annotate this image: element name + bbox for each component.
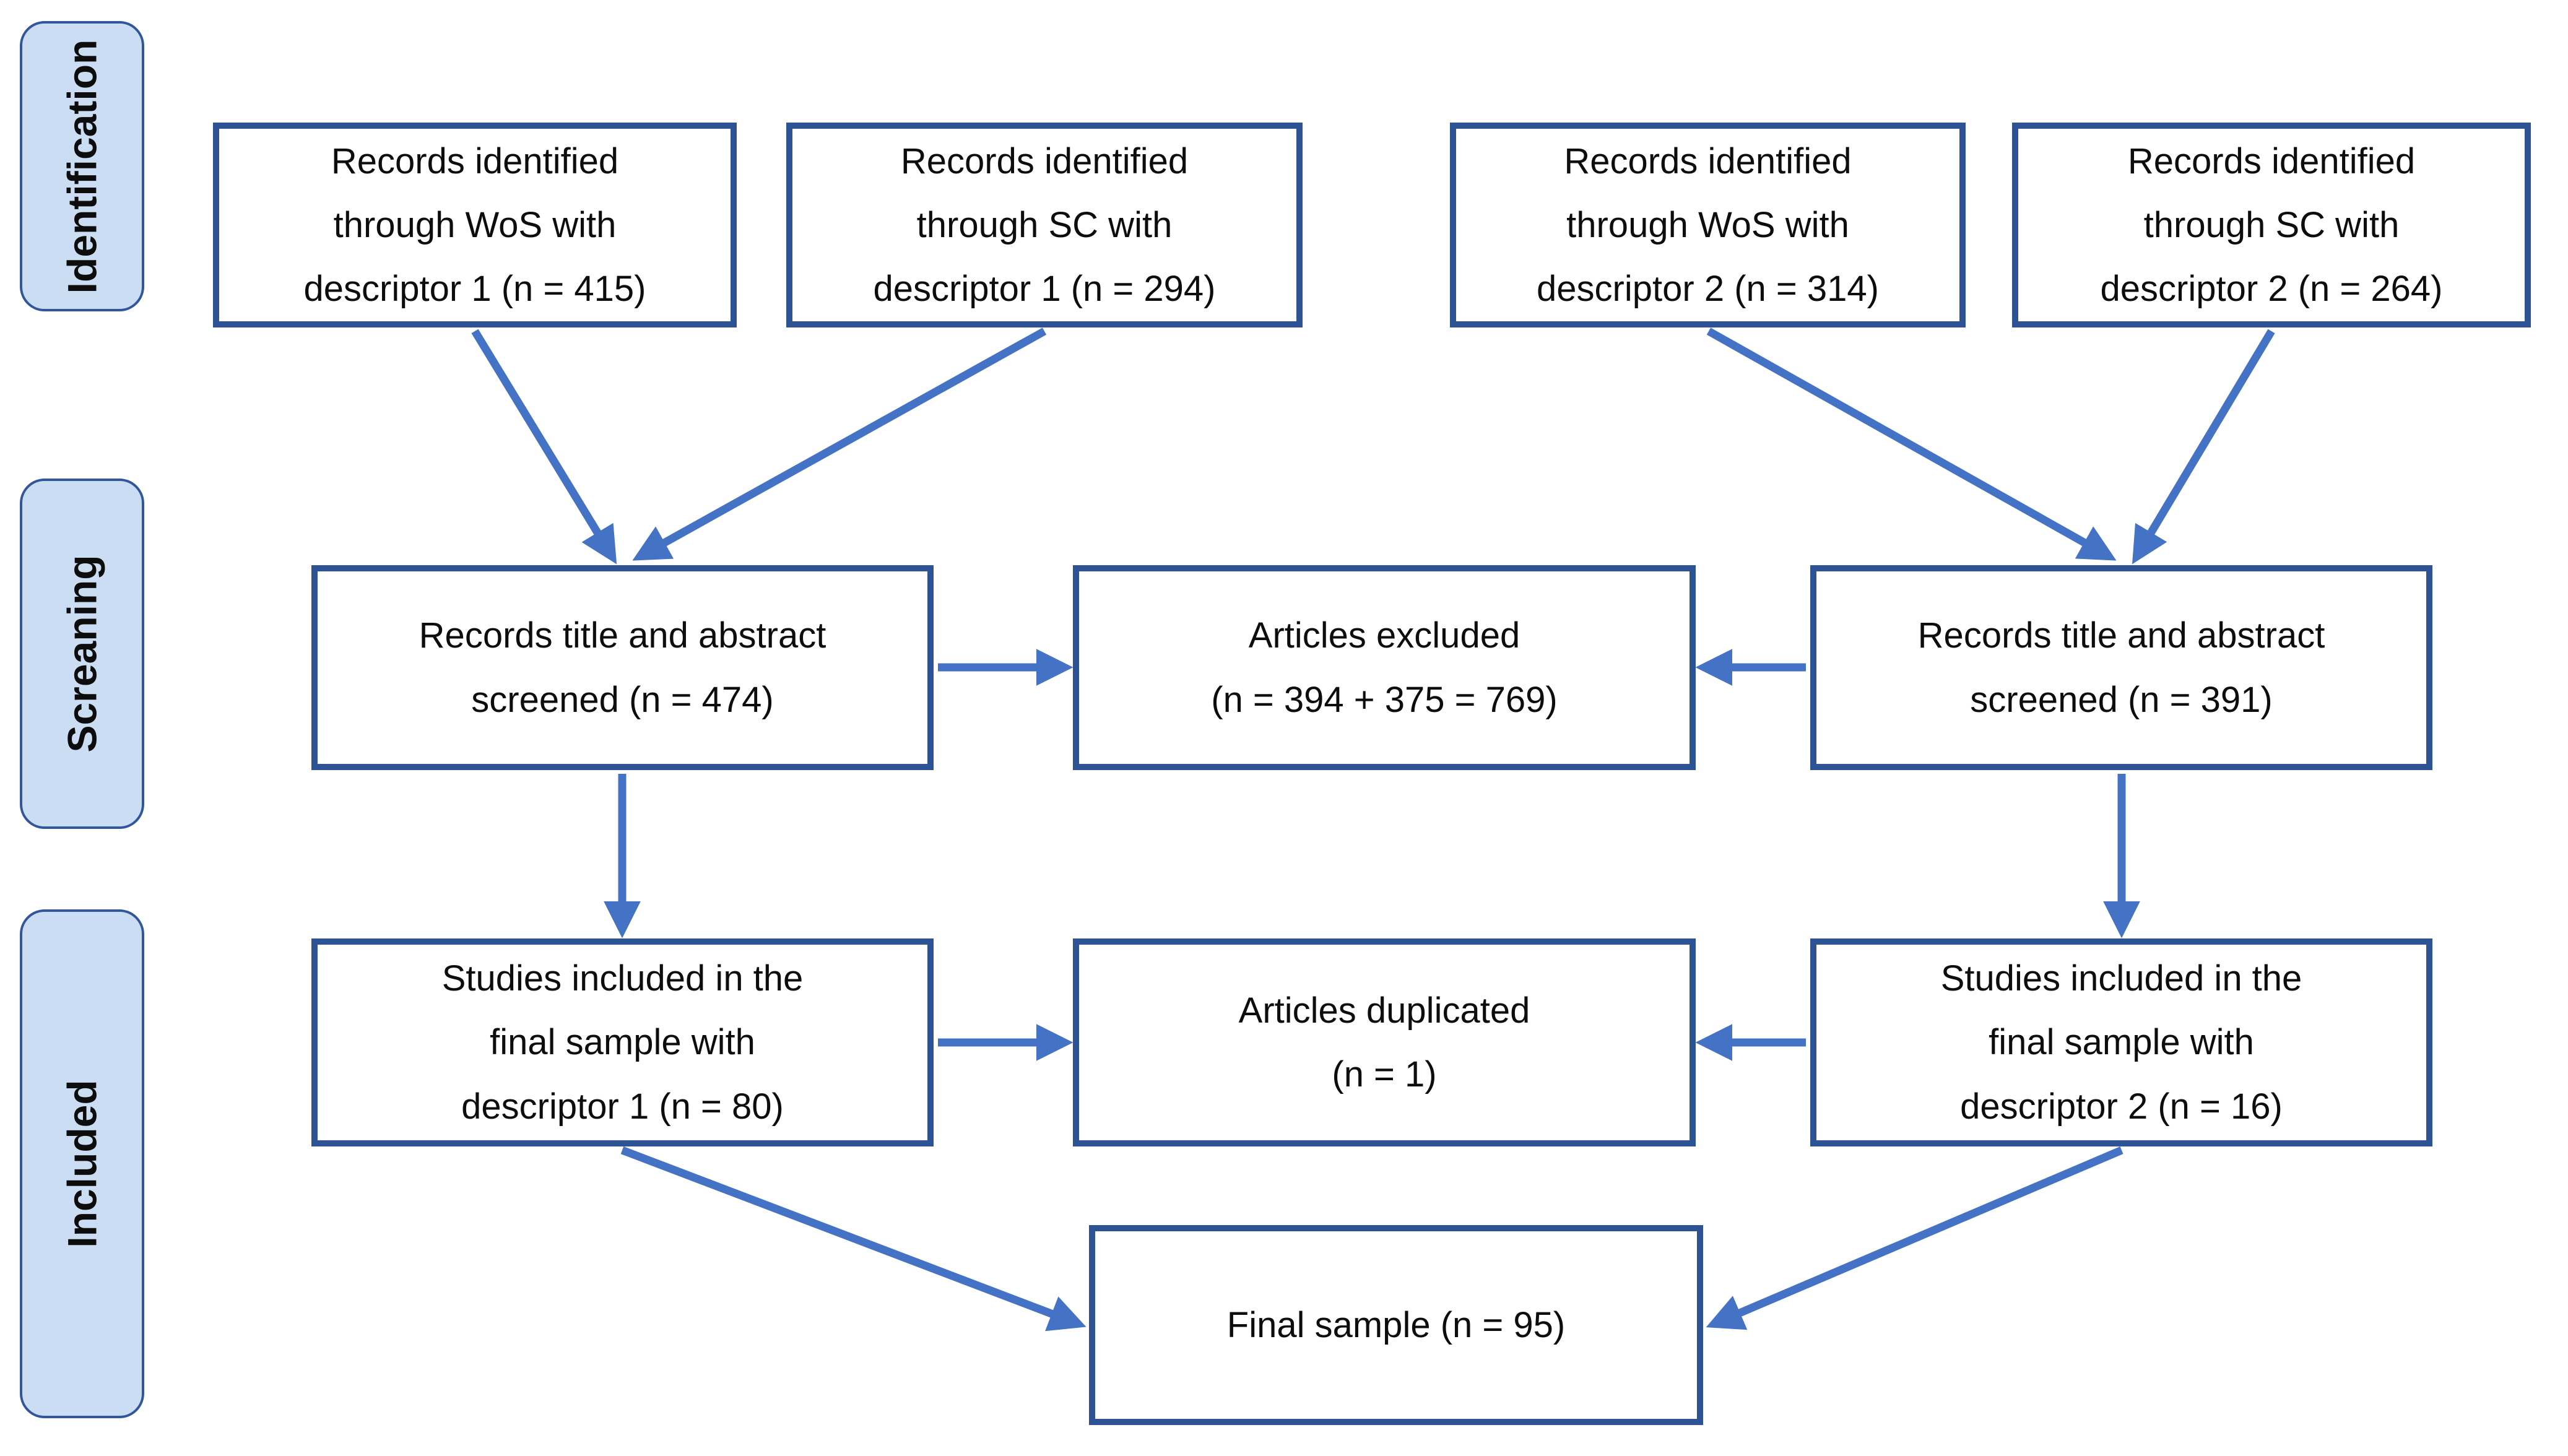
box-records-sc-descriptor1-text: Records identified through SC with descr…: [873, 141, 1216, 310]
stage-label-included: Included: [59, 1080, 105, 1248]
box-included-descriptor2: Studies included in the final sample wit…: [1810, 938, 2432, 1146]
arrow-sc-d1-to-screened-d1: [632, 327, 1047, 561]
box-records-sc-descriptor1: Records identified through SC with descr…: [786, 123, 1303, 327]
arrow-included-d1-to-final: [620, 1146, 1087, 1332]
box-records-sc-descriptor2-text: Records identified through SC with descr…: [2100, 141, 2443, 310]
box-records-wos-descriptor1: Records identified through WoS with desc…: [213, 123, 737, 327]
box-articles-duplicated-text: Articles duplicated (n = 1): [1238, 990, 1530, 1094]
arrow-wos-d2-to-screened-d2: [1706, 327, 2117, 561]
box-records-wos-descriptor2-text: Records identified through WoS with desc…: [1537, 141, 1879, 310]
stage-included: Included: [20, 909, 144, 1418]
box-records-sc-descriptor2: Records identified through SC with descr…: [2012, 123, 2531, 327]
arrow-sc-d2-to-screened-d2: [2132, 329, 2275, 565]
arrow-included-d2-to-final: [1706, 1146, 2123, 1330]
arrow-wos-d1-to-screened-d1: [471, 329, 617, 565]
stage-label-identification: Identification: [59, 39, 105, 293]
box-included-descriptor1-text: Studies included in the final sample wit…: [441, 958, 804, 1127]
box-included-descriptor2-text: Studies included in the final sample wit…: [1940, 958, 2302, 1127]
box-records-wos-descriptor1-text: Records identified through WoS with desc…: [303, 141, 646, 310]
box-screened-descriptor2-text: Records title and abstract screened (n =…: [1917, 615, 2325, 720]
stage-label-screening: Screaning: [59, 555, 105, 753]
box-included-descriptor1: Studies included in the final sample wit…: [311, 938, 934, 1146]
box-articles-duplicated: Articles duplicated (n = 1): [1073, 938, 1696, 1146]
box-final-sample: Final sample (n = 95): [1089, 1225, 1703, 1425]
box-records-wos-descriptor2: Records identified through WoS with desc…: [1450, 123, 1966, 327]
box-articles-excluded: Articles excluded (n = 394 + 375 = 769): [1073, 565, 1696, 770]
box-screened-descriptor1-text: Records title and abstract screened (n =…: [419, 615, 826, 720]
box-screened-descriptor2: Records title and abstract screened (n =…: [1810, 565, 2432, 770]
box-articles-excluded-text: Articles excluded (n = 394 + 375 = 769): [1211, 615, 1558, 720]
box-final-sample-text: Final sample (n = 95): [1226, 1304, 1566, 1345]
stage-identification: Identification: [20, 21, 144, 311]
box-screened-descriptor1: Records title and abstract screened (n =…: [311, 565, 934, 770]
stage-screening: Screaning: [20, 479, 144, 829]
